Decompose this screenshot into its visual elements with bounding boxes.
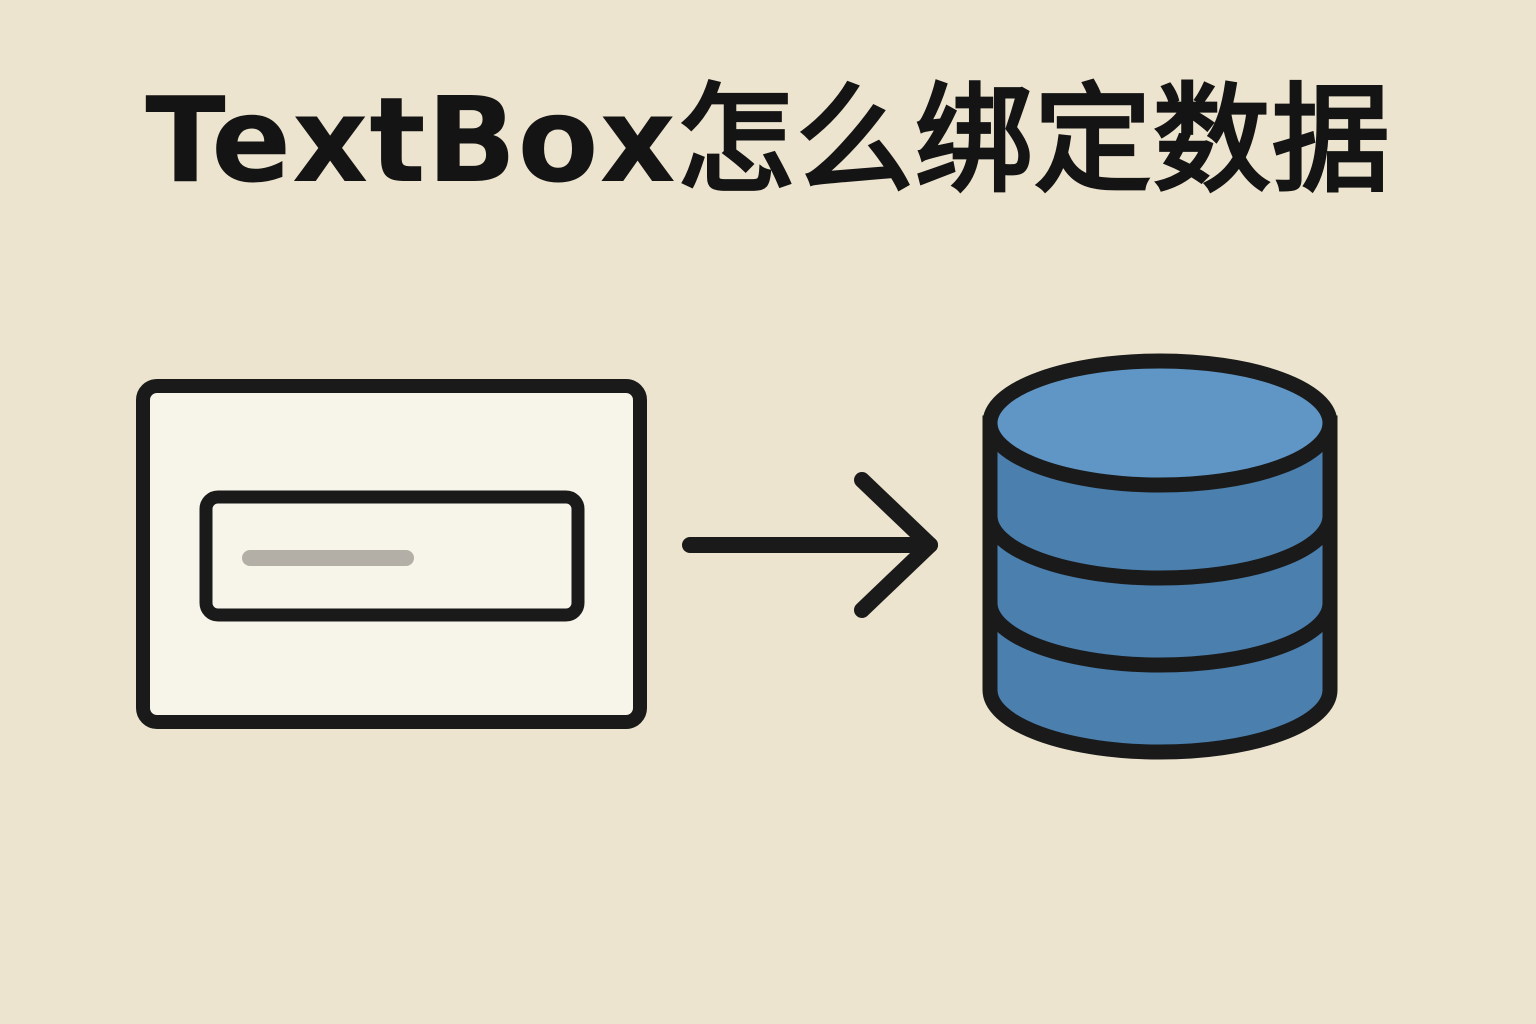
database-top <box>982 353 1338 493</box>
textbox-icon <box>136 379 647 729</box>
database-band-2 <box>982 602 1338 673</box>
arrow-right-icon <box>682 472 938 618</box>
page-title: TextBox怎么绑定数据 <box>145 71 1391 209</box>
database-band-1 <box>982 515 1338 586</box>
database-icon <box>982 353 1338 760</box>
database-body <box>982 415 1338 760</box>
